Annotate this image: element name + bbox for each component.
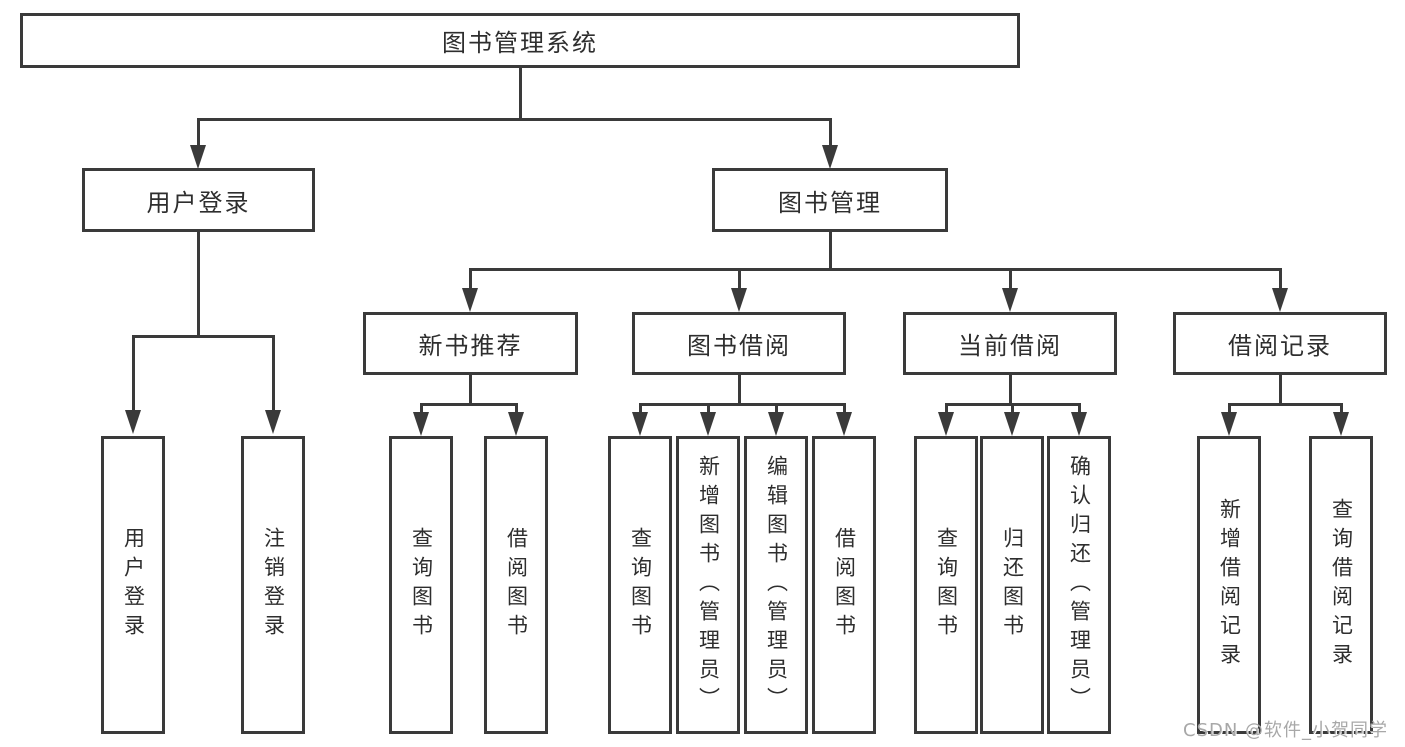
- arrowhead: [1071, 412, 1087, 436]
- leaf-query-books-recommend: 查询图书: [389, 436, 453, 734]
- arrowhead: [632, 412, 648, 436]
- arrowhead-user-login: [190, 145, 206, 169]
- node-label: 图书管理系统: [442, 29, 598, 57]
- leaf-query-borrow-record: 查询借阅记录: [1309, 436, 1373, 734]
- connector-stem: [843, 403, 846, 414]
- connector-stem: [1228, 403, 1231, 414]
- node-book-borrowing: 图书借阅: [632, 312, 846, 375]
- node-label: 用户登录: [146, 188, 251, 217]
- connector-stem-user-login: [197, 118, 200, 147]
- connector-stem-leaf-login: [132, 335, 135, 412]
- connector-borrow-bar: [639, 403, 846, 406]
- connector-stem: [707, 403, 710, 414]
- leaf-label: 查询图书: [934, 527, 959, 643]
- node-label: 新书推荐: [418, 332, 523, 360]
- leaf-borrow-books-borrow: 借阅图书: [812, 436, 876, 734]
- connector-stem-leaf-logout: [272, 335, 275, 412]
- leaf-label: 新增图书（管理员）: [696, 454, 721, 716]
- leaf-label: 新增借阅记录: [1217, 498, 1242, 672]
- connector-stem: [515, 403, 518, 414]
- leaf-label: 归还图书: [1000, 527, 1025, 643]
- leaf-borrow-books-recommend: 借阅图书: [484, 436, 548, 734]
- node-label: 当前借阅: [958, 332, 1062, 360]
- node-new-book-recommendation: 新书推荐: [363, 312, 578, 375]
- connector-login-stem: [197, 232, 200, 338]
- connector-management-stem: [829, 232, 832, 271]
- leaf-confirm-return-admin: 确认归还（管理员）: [1047, 436, 1111, 734]
- arrowhead-book-management: [822, 145, 838, 169]
- leaf-label: 注销登录: [261, 527, 286, 643]
- node-label: 借阅记录: [1228, 332, 1332, 360]
- connector-root-bar: [197, 118, 832, 121]
- leaf-label: 借阅图书: [504, 527, 529, 643]
- connector-stem: [1078, 403, 1081, 414]
- connector-stem: [420, 403, 423, 414]
- connector-stem-borrow: [738, 268, 741, 290]
- arrowhead-current: [1002, 288, 1018, 312]
- connector-stem-recommend: [469, 268, 472, 290]
- arrowhead: [700, 412, 716, 436]
- connector-stem-book-management: [829, 118, 832, 147]
- leaf-label: 借阅图书: [832, 527, 857, 643]
- node-borrowing-records: 借阅记录: [1173, 312, 1387, 375]
- arrowhead: [413, 412, 429, 436]
- leaf-add-book-admin: 新增图书（管理员）: [676, 436, 740, 734]
- arrowhead-borrow: [731, 288, 747, 312]
- connector-stem: [639, 403, 642, 414]
- arrowhead: [768, 412, 784, 436]
- node-book-management: 图书管理: [712, 168, 948, 232]
- connector-stem: [775, 403, 778, 414]
- arrowhead: [1333, 412, 1349, 436]
- connector-stem: [945, 403, 948, 414]
- arrowhead-leaf-login: [125, 410, 141, 434]
- node-label: 图书借阅: [687, 332, 791, 360]
- leaf-query-books-current: 查询图书: [914, 436, 978, 734]
- connector-recommend-bar: [420, 403, 518, 406]
- connector-borrow-stem: [738, 375, 741, 406]
- connector-records-bar: [1228, 403, 1343, 406]
- node-current-borrowing: 当前借阅: [903, 312, 1117, 375]
- connector-stem: [1340, 403, 1343, 414]
- connector-stem: [1011, 403, 1014, 414]
- connector-records-stem: [1279, 375, 1282, 406]
- arrowhead-records: [1272, 288, 1288, 312]
- leaf-add-borrow-record: 新增借阅记录: [1197, 436, 1261, 734]
- connector-root-stem: [519, 68, 522, 121]
- connector-login-bar: [132, 335, 275, 338]
- arrowhead: [1221, 412, 1237, 436]
- arrowhead-recommend: [462, 288, 478, 312]
- arrowhead: [508, 412, 524, 436]
- leaf-user-login: 用户登录: [101, 436, 165, 734]
- leaf-logout: 注销登录: [241, 436, 305, 734]
- leaf-label: 查询图书: [628, 527, 653, 643]
- connector-management-bar: [469, 268, 1282, 271]
- csdn-watermark: CSDN @软件_小贺同学: [1183, 720, 1389, 741]
- node-library-management-system: 图书管理系统: [20, 13, 1020, 68]
- arrowhead: [1004, 412, 1020, 436]
- arrowhead: [938, 412, 954, 436]
- node-label: 图书管理: [778, 188, 882, 217]
- leaf-label: 编辑图书（管理员）: [764, 454, 789, 716]
- connector-stem-current: [1009, 268, 1012, 290]
- leaf-label: 确认归还（管理员）: [1067, 454, 1092, 716]
- leaf-label: 查询图书: [409, 527, 434, 643]
- arrowhead: [836, 412, 852, 436]
- leaf-label: 查询借阅记录: [1329, 498, 1354, 672]
- connector-stem-records: [1279, 268, 1282, 290]
- connector-recommend-stem: [469, 375, 472, 406]
- leaf-return-book: 归还图书: [980, 436, 1044, 734]
- connector-current-stem: [1009, 375, 1012, 406]
- leaf-label: 用户登录: [121, 527, 146, 643]
- leaf-query-books-borrow: 查询图书: [608, 436, 672, 734]
- arrowhead-leaf-logout: [265, 410, 281, 434]
- leaf-edit-book-admin: 编辑图书（管理员）: [744, 436, 808, 734]
- node-user-login: 用户登录: [82, 168, 315, 232]
